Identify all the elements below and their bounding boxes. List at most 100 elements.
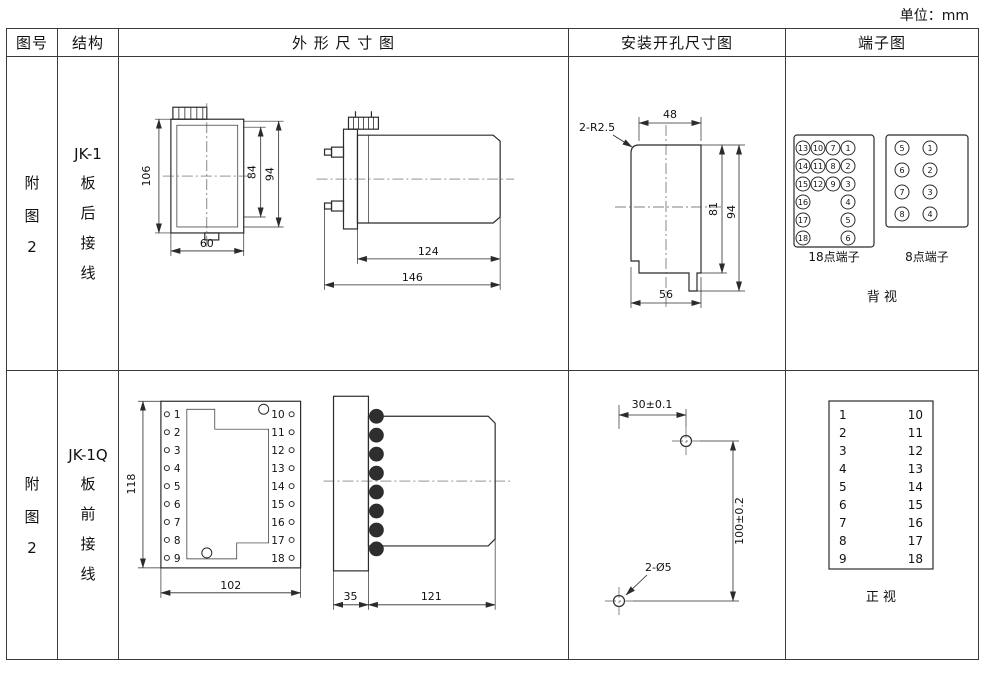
spec-table: 图号 结构 外 形 尺 寸 图 安装开孔尺寸图 端子图 附 图 2 JK-1 板… [6, 28, 979, 660]
terminal-number: 5 [899, 144, 904, 153]
terminal-number: 2 [927, 166, 932, 175]
terminal-number: 7 [830, 144, 835, 153]
terminal-block-18: 13 10 7 1 14 11 8 2 15 12 9 3 16 4 17 5 [793, 134, 875, 248]
terminal-diagram-front: 1 2 3 4 5 6 7 8 9 10 11 12 13 14 15 16 [828, 400, 934, 605]
front-view-dimensions: 118 102 [125, 400, 302, 598]
row1-structure-label: JK-1 板 后 接 线 [74, 145, 102, 283]
dim-121: 121 [421, 590, 442, 603]
terminal-number: 14 [271, 481, 285, 493]
terminal-circle: 5 [894, 140, 910, 156]
dim-102: 102 [220, 579, 241, 592]
dim-84: 84 [246, 165, 259, 179]
row1-fig-label: 附 图 2 [24, 172, 39, 256]
header-mounting: 安装开孔尺寸图 [569, 29, 786, 57]
mounting-drawing-jk1: 2-R2.5 48 81 94 56 [579, 108, 745, 309]
terminal-number: 7 [839, 516, 847, 530]
label-8pt: 8点端子 [905, 250, 949, 264]
terminal-circle: 5 [840, 212, 856, 228]
row1-structure-cell: JK-1 板 后 接 线 [58, 57, 119, 371]
terminal-number: 3 [927, 188, 932, 197]
terminal-table: 1 2 3 4 5 6 7 8 9 10 11 12 13 14 15 16 [828, 400, 934, 570]
terminal-number: 9 [830, 180, 835, 189]
side-view [323, 395, 511, 572]
terminal-number: 1 [927, 144, 932, 153]
terminal-circle: 3 [840, 176, 856, 192]
structure-line: JK-1 [74, 144, 102, 163]
terminal-circle: 2 [922, 162, 938, 178]
row2-structure-label: JK-1Q 板 前 接 线 [68, 446, 107, 584]
row1-mounting-cell: 2-R2.5 48 81 94 56 [569, 57, 786, 371]
terminal-circle: 8 [825, 158, 841, 174]
terminal-circle: 4 [840, 194, 856, 210]
structure-line: 板 [80, 173, 96, 192]
structure-line: 后 [80, 203, 96, 222]
terminal-number: 16 [271, 517, 284, 529]
terminal-number: 3 [174, 445, 181, 457]
fig-char: 2 [27, 237, 37, 256]
terminal-number: 4 [174, 463, 181, 475]
front-view [162, 103, 252, 247]
terminal-number: 13 [271, 463, 284, 475]
fig-char: 图 [24, 508, 40, 526]
row2-fig-label: 附 图 2 [24, 473, 39, 557]
terminal-number: 18 [271, 553, 284, 565]
terminal-number: 6 [174, 499, 181, 511]
row2-fig-cell: 附 图 2 [7, 371, 58, 659]
terminal-number: 15 [908, 498, 923, 512]
terminal-number: 12 [908, 444, 923, 458]
front-terminals-left: 1 2 3 4 5 6 7 8 9 [163, 409, 181, 565]
terminal-number: 11 [271, 427, 284, 439]
row1-terminal-cell: 13 10 7 1 14 11 8 2 15 12 9 3 16 4 17 5 [786, 57, 978, 371]
terminal-circle: 14 [795, 158, 811, 174]
cutout-shape [615, 125, 721, 309]
terminal-circle: 16 [795, 194, 811, 210]
terminal-number: 15 [271, 499, 284, 511]
terminal-circle: 6 [894, 162, 910, 178]
mounting-holes [605, 427, 700, 615]
terminal-number: 17 [798, 216, 808, 225]
terminal-number: 10 [813, 144, 823, 153]
terminal-circle: 12 [810, 176, 826, 192]
dim-30: 30±0.1 [632, 398, 673, 411]
dim-35: 35 [344, 590, 358, 603]
label-corner-radius: 2-R2.5 [579, 121, 615, 134]
terminal-circle: 15 [795, 176, 811, 192]
terminal-circle: 2 [840, 158, 856, 174]
structure-line: 前 [80, 505, 96, 523]
row1-outline-cell: 106 84 94 60 [119, 57, 569, 371]
view-label-front: 正 视 [866, 590, 896, 605]
label-18pt: 18点端子 [808, 250, 859, 264]
row2-mounting-cell: 30±0.1 100±0.2 2-Ø5 [569, 371, 786, 659]
dim-48: 48 [663, 108, 677, 121]
structure-line: 接 [80, 233, 96, 252]
outline-drawing-jk1: 106 84 94 60 [140, 103, 515, 290]
row2-outline-cell: 1 2 3 4 5 6 7 8 9 10 11 12 13 [119, 371, 569, 659]
unit-label: 单位：mm [899, 8, 969, 24]
terminal-circle: 1 [840, 140, 856, 156]
terminal-number: 4 [839, 462, 847, 476]
dim-118: 118 [125, 474, 138, 495]
terminal-circle: 7 [894, 184, 910, 200]
terminal-number: 6 [899, 166, 904, 175]
header-terminal: 端子图 [786, 29, 978, 57]
terminal-number: 4 [927, 210, 932, 219]
row2-terminal-cell: 1 2 3 4 5 6 7 8 9 10 11 12 13 14 15 16 [786, 371, 978, 659]
terminal-block-8: 5 1 6 2 7 3 8 4 [885, 134, 969, 228]
terminal-number: 12 [813, 180, 823, 189]
view-label-back: 背 视 [867, 290, 897, 305]
terminal-number: 8 [839, 534, 847, 548]
mounting-drawing-jk1q: 30±0.1 100±0.2 2-Ø5 [605, 398, 746, 615]
terminal-number: 11 [908, 426, 923, 440]
dim-106: 106 [140, 166, 153, 187]
mounting-dimensions: 30±0.1 100±0.2 2-Ø5 [618, 398, 746, 602]
terminal-number: 13 [908, 462, 923, 476]
side-view-dimensions: 35 121 [333, 538, 496, 610]
terminal-number: 6 [845, 234, 850, 243]
terminal-number: 17 [908, 534, 923, 548]
dim-146: 146 [402, 271, 423, 284]
label-hole-dia: 2-Ø5 [645, 561, 672, 574]
structure-line: JK-1Q [68, 446, 108, 464]
terminal-number: 7 [174, 517, 181, 529]
terminal-number: 18 [908, 552, 923, 566]
